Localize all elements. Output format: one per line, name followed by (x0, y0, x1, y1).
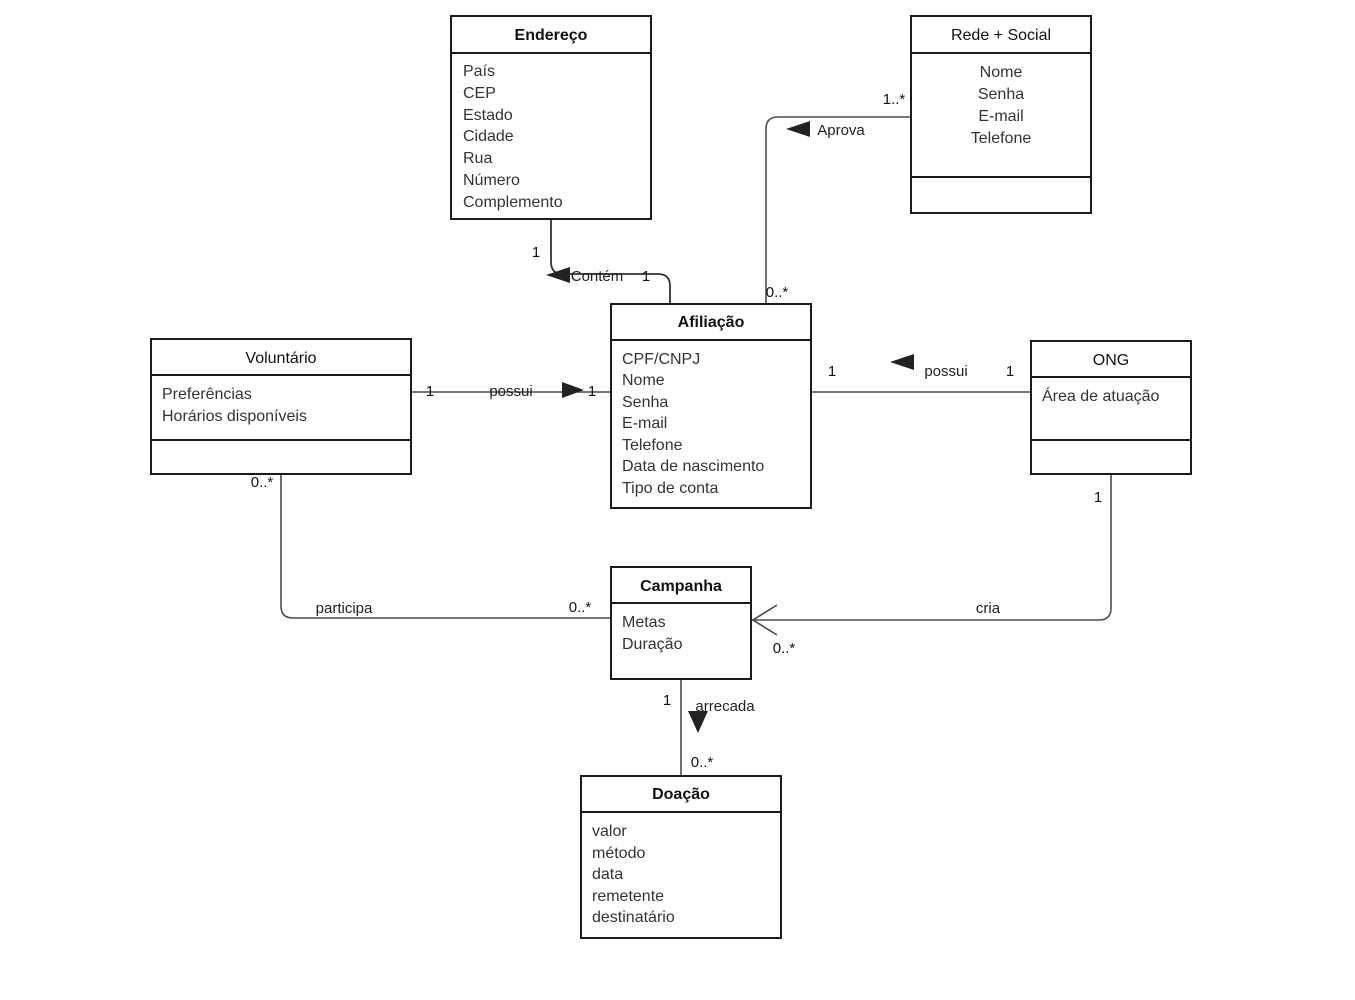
arrecada-target-multiplicity: 0..* (691, 754, 714, 771)
afiliacao-attribute: Telefone (622, 437, 683, 454)
possui-ong-source-multiplicity: 1 (828, 363, 836, 380)
doacao-attribute: remetente (592, 888, 664, 905)
afiliacao-attribute: Data de nascimento (622, 458, 764, 475)
afiliacao-attribute: E-mail (622, 415, 667, 432)
class-box-endereco[interactable]: Endereço País CEP Estado Cidade Rua Núme… (450, 15, 652, 220)
arrecada-solid-triangle-down-icon (688, 711, 708, 733)
aprova-solid-triangle-left-icon (786, 121, 810, 137)
ong-attribute: Área de atuação (1042, 386, 1160, 405)
endereco-attribute: Número (463, 172, 520, 189)
cria-source-multiplicity: 1 (1094, 489, 1102, 506)
rede-social-attribute: E-mail (978, 108, 1023, 125)
contem-solid-triangle-left-icon (546, 267, 570, 283)
afiliacao-attribute: CPF/CNPJ (622, 351, 700, 368)
endereco-frame (450, 15, 652, 220)
participa-source-multiplicity: 0..* (251, 474, 274, 491)
cria-open-arrow-left-icon (751, 604, 778, 636)
contem-source-multiplicity: 1 (532, 244, 540, 261)
doacao-attribute: data (592, 866, 623, 883)
rede-social-title: Rede + Social (951, 27, 1051, 44)
doacao-frame (580, 775, 782, 939)
campanha-frame (610, 566, 752, 680)
rede-social-frame (910, 15, 1092, 214)
afiliacao-attribute: Tipo de conta (622, 480, 718, 497)
endereco-title: Endereço (515, 27, 588, 44)
endereco-attribute: CEP (463, 85, 496, 102)
aprova-source-multiplicity: 0..* (766, 284, 789, 301)
campanha-attribute: Duração (622, 636, 683, 653)
class-box-voluntario[interactable]: Voluntário Preferências Horários disponí… (150, 338, 412, 475)
class-box-rede-social[interactable]: Rede + Social Nome Senha E-mail Telefone (910, 15, 1092, 214)
participa-edge-path (280, 474, 611, 619)
aprova-label: Aprova (817, 122, 865, 139)
relation-possui-voluntario[interactable]: possui 1 1 (411, 382, 611, 400)
afiliacao-attribute: Senha (622, 394, 668, 411)
possui-voluntario-target-multiplicity: 1 (588, 383, 596, 400)
afiliacao-attribute: Nome (622, 372, 665, 389)
class-box-afiliacao[interactable]: Afiliação CPF/CNPJ Nome Senha E-mail Tel… (610, 303, 812, 509)
endereco-attribute: País (463, 63, 495, 80)
rede-social-attribute: Nome (980, 64, 1023, 81)
endereco-attribute: Estado (463, 107, 513, 124)
relation-possui-ong[interactable]: possui 1 1 (811, 354, 1031, 393)
contem-edge-path (550, 219, 671, 304)
arrecada-source-multiplicity: 1 (663, 692, 671, 709)
possui-ong-solid-triangle-left-icon (890, 354, 914, 370)
voluntario-title: Voluntário (245, 350, 316, 367)
arrecada-label: arrecada (695, 698, 755, 715)
possui-voluntario-solid-triangle-right-icon (562, 382, 584, 398)
endereco-attribute: Complemento (463, 194, 563, 211)
doacao-title: Doação (652, 786, 710, 803)
possui-voluntario-source-multiplicity: 1 (426, 383, 434, 400)
voluntario-attribute: Preferências (162, 386, 252, 403)
cria-edge-path (751, 474, 1112, 621)
ong-frame (1030, 340, 1192, 475)
doacao-attribute: valor (592, 823, 627, 840)
relation-contem[interactable]: Contém 1 1 (532, 219, 671, 304)
class-box-ong[interactable]: ONG Área de atuação (1030, 340, 1192, 475)
class-box-doacao[interactable]: Doação valor método data remetente desti… (580, 775, 782, 939)
contem-label: Contém (571, 268, 624, 285)
relation-cria[interactable]: cria 1 0..* (751, 474, 1112, 657)
cria-target-multiplicity: 0..* (773, 640, 796, 657)
ong-title: ONG (1093, 352, 1129, 369)
relation-participa[interactable]: participa 0..* 0..* (251, 474, 611, 619)
afiliacao-frame (610, 303, 812, 509)
aprova-target-multiplicity: 1..* (883, 91, 906, 108)
class-box-campanha[interactable]: Campanha Metas Duração (610, 566, 752, 680)
participa-target-multiplicity: 0..* (569, 599, 592, 616)
aprova-edge-path (765, 116, 910, 304)
possui-ong-label: possui (924, 363, 967, 380)
afiliacao-title: Afiliação (678, 314, 745, 331)
voluntario-attribute: Horários disponíveis (162, 408, 307, 425)
cria-label: cria (976, 600, 1001, 617)
campanha-attribute: Metas (622, 614, 666, 631)
rede-social-attribute: Telefone (971, 130, 1032, 147)
endereco-attribute: Cidade (463, 128, 514, 145)
possui-ong-target-multiplicity: 1 (1006, 363, 1014, 380)
doacao-attribute: método (592, 845, 645, 862)
campanha-title: Campanha (640, 578, 722, 595)
relation-aprova[interactable]: Aprova 1..* 0..* (765, 91, 910, 304)
rede-social-attribute: Senha (978, 86, 1024, 103)
doacao-attribute: destinatário (592, 909, 675, 926)
participa-label: participa (316, 600, 373, 617)
relation-arrecada[interactable]: arrecada 1 0..* (663, 679, 755, 776)
contem-target-multiplicity: 1 (642, 268, 650, 285)
voluntario-frame (150, 338, 412, 475)
possui-voluntario-label: possui (489, 383, 532, 400)
endereco-attribute: Rua (463, 150, 492, 167)
